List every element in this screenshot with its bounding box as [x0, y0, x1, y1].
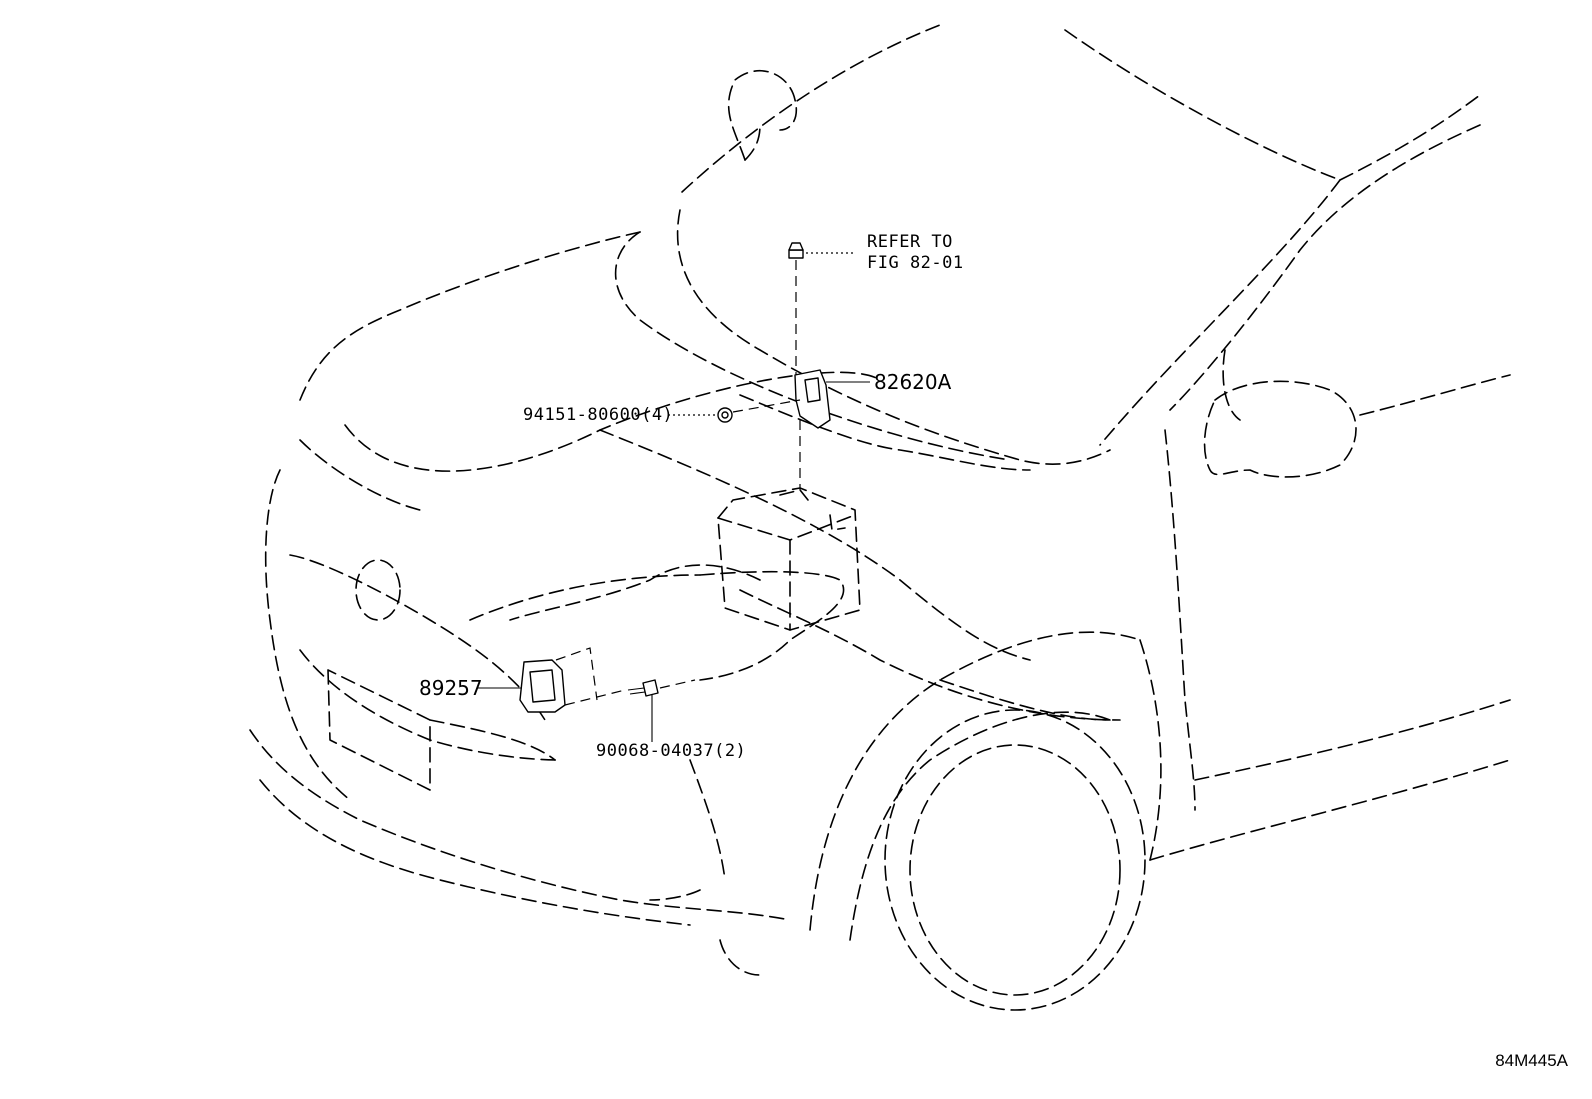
part-94151-label: 94151-80600(4)	[523, 405, 674, 425]
part-89257-label: 89257	[419, 676, 483, 700]
fig-reference-label: FIG 82-01	[867, 253, 964, 273]
part-90068-label: 90068-04037(2)	[596, 741, 747, 761]
diagram-code: 84M445A	[1495, 1051, 1568, 1070]
part-82620a-label: 82620A	[874, 370, 952, 394]
refer-to-label: REFER TO	[867, 232, 953, 252]
